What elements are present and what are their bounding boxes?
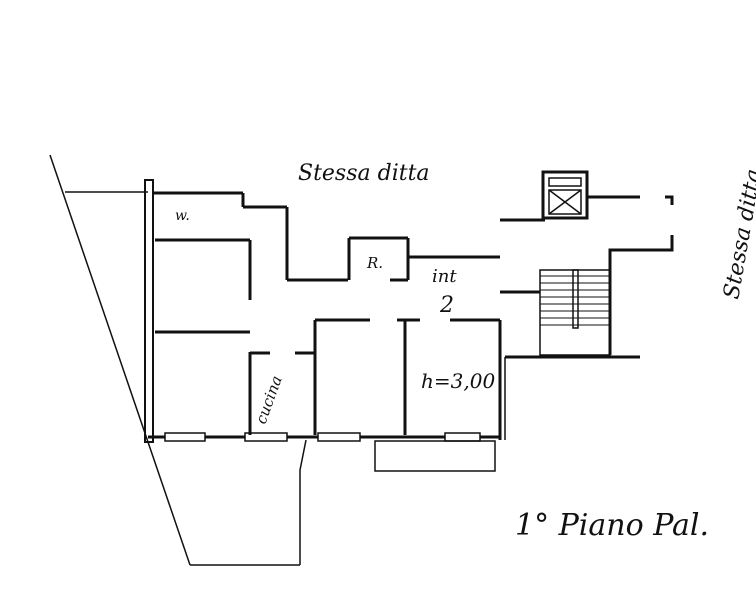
exterior-walls [144,179,545,472]
floor-caption: 1° Piano Pal. [515,508,709,543]
unit-number: 2 [439,293,454,318]
interior-walls [155,238,500,435]
right-neighbor-label: Stessa ditta [719,167,756,301]
elevator-icon [541,170,674,355]
staircase [505,269,640,359]
top-neighbor-label: Stessa ditta [298,161,430,186]
wc-label: w. [175,208,190,224]
unit-label: int [432,266,457,287]
ceiling-height-label: h=3,00 [421,369,495,393]
kitchen-label: cucina [252,373,286,426]
storage-label: R. [366,254,383,272]
lot-boundary [49,154,307,566]
